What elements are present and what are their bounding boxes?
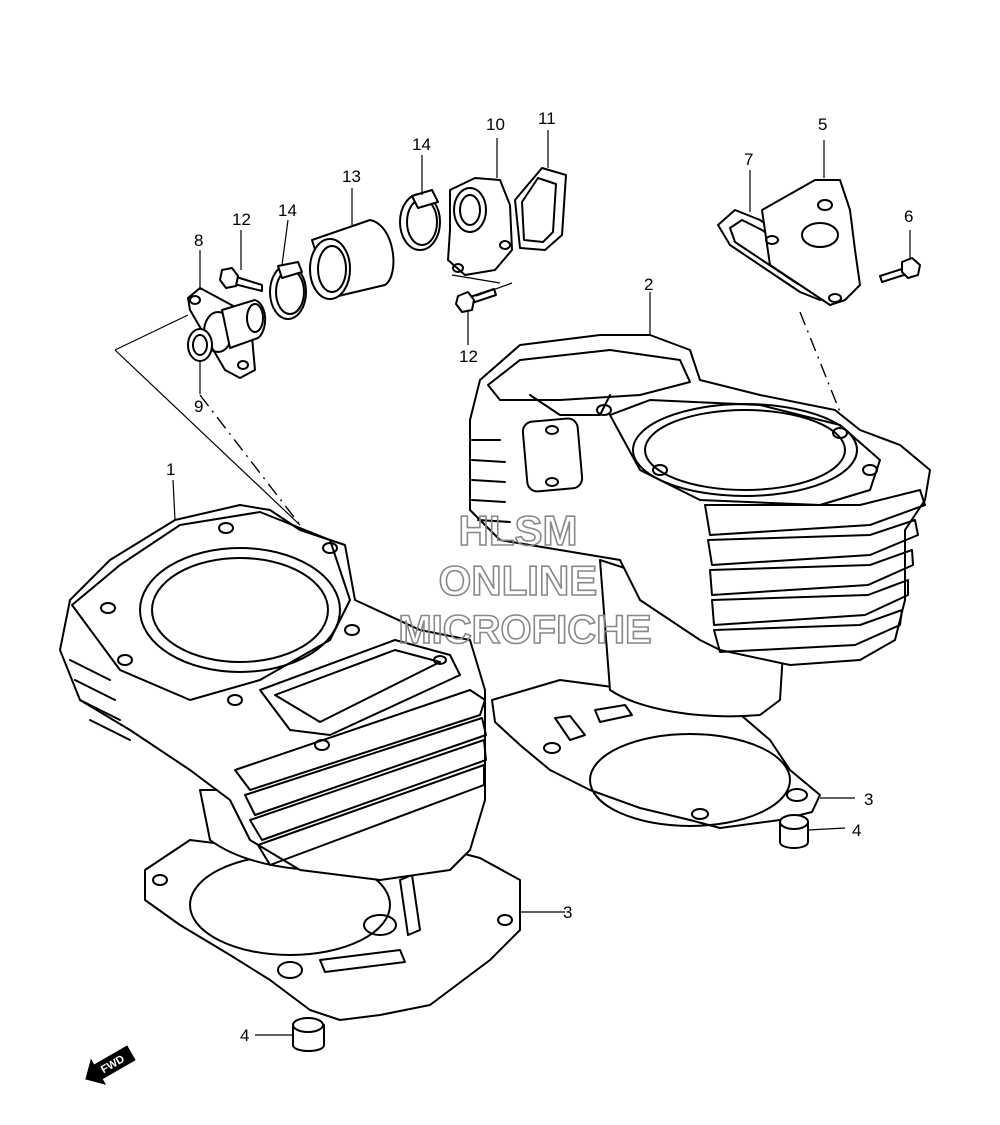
callout-12-bottom: 12 — [459, 347, 478, 366]
callout-6: 6 — [904, 207, 913, 226]
callout-3-front: 3 — [563, 903, 572, 922]
callout-labels: 1 2 3 3 4 4 5 6 7 8 9 10 11 12 12 13 14 … — [166, 109, 913, 1045]
dowel-pin-rear — [779, 814, 809, 849]
callout-5: 5 — [818, 115, 827, 134]
forward-arrow-icon: FWD — [85, 1045, 136, 1085]
callout-3-rear: 3 — [864, 790, 873, 809]
callout-4-rear: 4 — [852, 821, 861, 840]
callout-13: 13 — [342, 167, 361, 186]
dowel-pin-front — [292, 1017, 325, 1052]
front-cylinder — [59, 504, 521, 1021]
leader-lines — [172, 130, 911, 1036]
water-joint-rear — [717, 179, 861, 306]
callout-4-front: 4 — [240, 1026, 249, 1045]
callout-7: 7 — [744, 150, 753, 169]
callout-14-left: 14 — [278, 201, 297, 220]
watermark-line2: ONLINE — [439, 557, 598, 604]
water-hose — [309, 219, 395, 300]
callout-1: 1 — [166, 460, 175, 479]
bolt-rear-joint — [879, 257, 921, 283]
bolt-front — [219, 267, 263, 292]
watermark-line3: MICROFICHE — [398, 608, 651, 652]
callout-8: 8 — [194, 231, 203, 250]
callout-10: 10 — [486, 115, 505, 134]
water-outlet — [447, 167, 567, 276]
callout-14-right: 14 — [412, 135, 431, 154]
rear-cylinder — [469, 334, 931, 829]
callout-2: 2 — [644, 275, 653, 294]
callout-11: 11 — [538, 109, 556, 128]
watermark-line1: HLSM — [459, 507, 578, 554]
bolt-rear — [455, 288, 497, 313]
callout-12-top: 12 — [232, 210, 251, 229]
callout-9: 9 — [194, 397, 203, 416]
hose-clamp-left — [269, 261, 307, 320]
hose-clamp-right — [399, 189, 441, 251]
watermark: HLSM ONLINE MICROFICHE — [398, 506, 653, 653]
water-joint-front — [187, 287, 267, 379]
